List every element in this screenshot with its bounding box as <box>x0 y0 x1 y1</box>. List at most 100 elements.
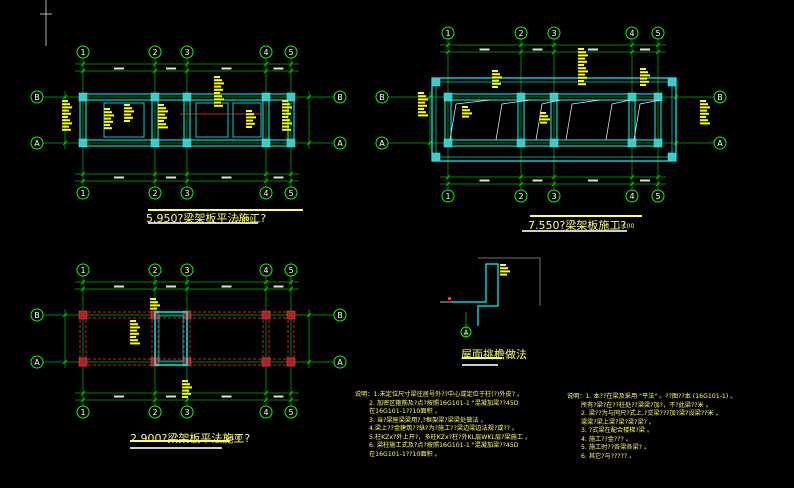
dimension-tick <box>288 68 294 74</box>
subtitle-mark <box>522 230 627 232</box>
rebar-label-mark <box>418 95 426 98</box>
dimension-tick <box>551 42 557 48</box>
rebar-label-mark <box>500 273 507 276</box>
rebar-label-mark <box>214 101 221 104</box>
dimension-tick <box>629 181 635 187</box>
rebar-label-mark <box>246 122 255 125</box>
dimension-tick <box>629 49 635 55</box>
axis-bubble <box>76 263 90 277</box>
rebar-label-mark <box>418 104 427 107</box>
axis-label: 2 <box>152 266 157 275</box>
dimension-tick <box>551 49 557 55</box>
notes-left: 说明：1.未定位尺寸梁往居号外??中心或定位于柱(?)外皮? 。 2. 加密区箍… <box>355 391 531 459</box>
rebar-label-mark <box>500 270 510 273</box>
dimension-tick <box>427 140 433 146</box>
dimension-tick <box>518 181 524 187</box>
rebar-label-mark <box>540 112 546 114</box>
axis-label: B <box>34 311 40 320</box>
rebar-label-mark <box>418 114 428 117</box>
rebar-line <box>495 99 531 141</box>
rebar-label-mark <box>282 116 288 118</box>
rebar-label-mark <box>246 119 253 122</box>
rebar-label-mark <box>578 67 586 70</box>
dimension-text-mark <box>166 67 176 70</box>
axis-bubble <box>284 263 298 277</box>
dimension-tick <box>184 397 190 403</box>
note-right-line: 2. 梁??为与同尺?式上,?交梁???加?梁?设梁??米 。 <box>581 410 722 417</box>
dimension-tick <box>655 49 661 55</box>
dimension-tick <box>62 312 68 318</box>
rebar-label-mark <box>62 103 70 106</box>
dimension-tick <box>80 171 86 177</box>
dimension-tick <box>288 178 294 184</box>
rebar-label-mark <box>130 329 137 332</box>
axis-bubble <box>76 186 90 200</box>
note-left-line: 3. 当?梁座梁梁用?,?框架梁?梁梁处做法 。 <box>369 416 487 424</box>
axis-bubble <box>514 189 528 203</box>
dimension-tick <box>62 359 68 365</box>
dimension-tick <box>306 312 312 318</box>
rebar-label-mark <box>640 80 649 83</box>
rebar-label-mark <box>104 117 111 120</box>
column <box>667 152 677 162</box>
column <box>261 357 271 367</box>
axis-label: 5 <box>655 192 660 201</box>
rebar-label-mark <box>700 103 708 106</box>
plan-7550-scale: 1:100 <box>617 223 635 230</box>
column <box>653 138 663 148</box>
axis-label: 3 <box>551 192 556 201</box>
subtitle-mark <box>148 222 258 224</box>
rebar-label-mark <box>104 111 112 114</box>
plan-5950-title: 5.950?梁架板平法施工? <box>146 212 267 225</box>
note-right-line: 梁梁?梁上梁?梁?梁?梁? 。 <box>581 418 656 426</box>
axis-bubble <box>180 45 194 59</box>
rebar-label-mark <box>214 76 220 78</box>
dimension-tick <box>263 279 269 285</box>
note-right-line: 4. 施工??金??? 。 <box>581 435 633 443</box>
rebar-label-mark <box>62 112 71 115</box>
axis-bubble <box>259 45 273 59</box>
dimension-text-mark <box>166 395 176 398</box>
axis-bubble <box>713 136 727 150</box>
rebar-label-mark <box>700 100 706 102</box>
dimension-text-mark <box>166 176 176 179</box>
rebar-label-mark <box>492 82 501 85</box>
axis-bubble <box>651 189 665 203</box>
rebar-label-mark <box>62 116 68 118</box>
dimension-tick <box>263 397 269 403</box>
column <box>549 138 559 148</box>
axis-bubble <box>180 263 194 277</box>
column <box>261 92 271 102</box>
column <box>261 310 271 320</box>
axis-label: A <box>464 329 469 337</box>
axis-label: A <box>34 139 40 148</box>
axis-label: 4 <box>263 189 268 198</box>
inner-beam-frame <box>103 102 145 138</box>
subtitle-mark <box>462 364 498 366</box>
note-right-line: 说明：1. 本??在梁及采用 "平法" 。??图??本 (16G101-1) 。 <box>567 393 737 400</box>
dimension-tick <box>152 390 158 396</box>
dimension-tick <box>263 68 269 74</box>
dimension-tick <box>263 286 269 292</box>
axis-label: 4 <box>629 192 634 201</box>
rebar-label-mark <box>462 115 469 118</box>
column <box>667 77 677 87</box>
axis-label: 1 <box>80 408 85 417</box>
rebar-label-mark <box>214 104 223 107</box>
axis-bubble <box>30 308 44 322</box>
rebar-label-mark <box>124 113 131 116</box>
dimension-tick <box>263 61 269 67</box>
stair-beam-frame <box>154 311 188 366</box>
rebar-label-mark <box>158 110 168 113</box>
plan-5950-scale: 1:100 <box>236 216 254 223</box>
axis-bubble <box>259 263 273 277</box>
axis-bubble <box>333 355 347 369</box>
column <box>286 138 296 148</box>
dimension-tick <box>263 178 269 184</box>
title-underline <box>530 215 642 217</box>
dimension-tick <box>288 286 294 292</box>
rebar-label-mark <box>246 116 256 119</box>
rebar-label-mark <box>104 108 110 110</box>
rebar-label-mark <box>640 68 646 70</box>
axis-label: B <box>717 93 723 102</box>
